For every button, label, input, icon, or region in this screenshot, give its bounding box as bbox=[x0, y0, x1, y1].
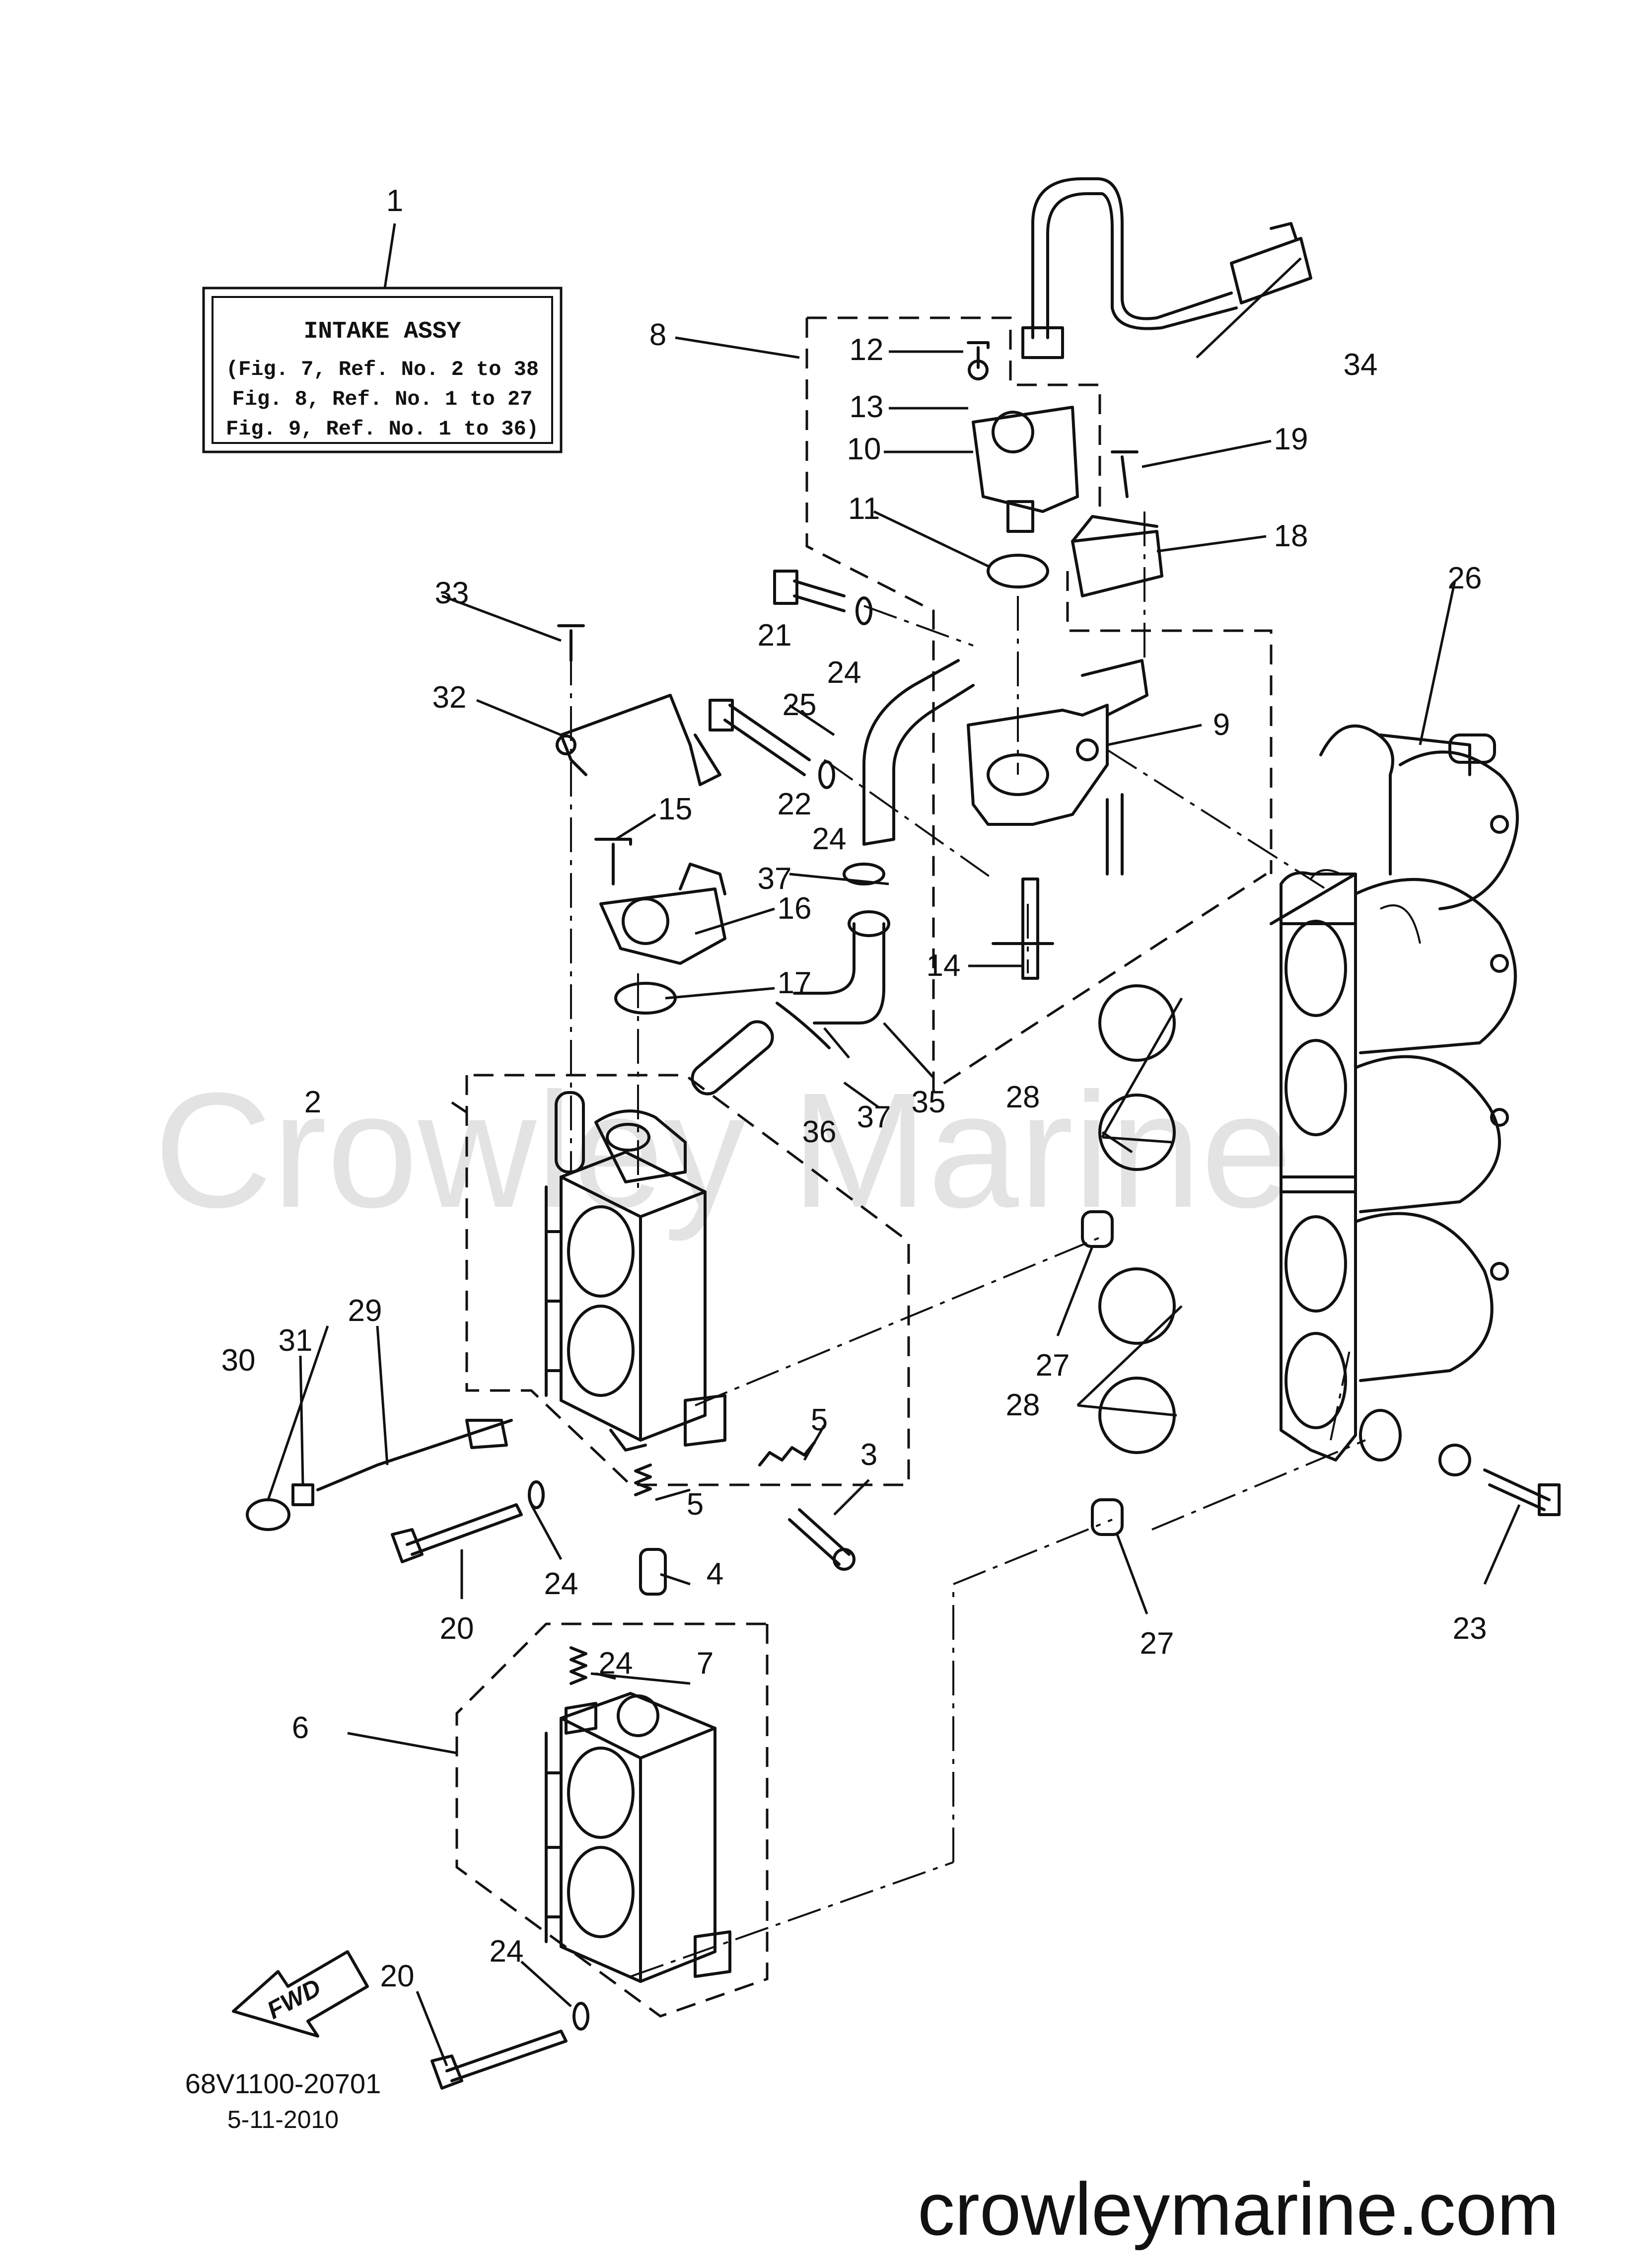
callout-23: 23 bbox=[1453, 1611, 1487, 1646]
diagram-date: 5-11-2010 bbox=[227, 2106, 339, 2133]
vapor-separator-9 bbox=[967, 659, 1148, 980]
pressure-sensor bbox=[1071, 450, 1163, 597]
callout-1: 1 bbox=[386, 184, 403, 218]
callout-24a: 24 bbox=[827, 656, 861, 690]
callout-5a: 5 bbox=[811, 1403, 828, 1437]
callout-7: 7 bbox=[697, 1646, 714, 1681]
callout-35: 35 bbox=[912, 1085, 946, 1119]
callout-28a: 28 bbox=[1006, 1080, 1040, 1114]
callout-28b: 28 bbox=[1006, 1388, 1040, 1422]
callout-29: 29 bbox=[348, 1294, 382, 1328]
ground-lead bbox=[246, 1419, 513, 1531]
callout-3: 3 bbox=[860, 1438, 877, 1472]
callout-24d: 24 bbox=[490, 1934, 524, 1969]
callout-24c: 24 bbox=[544, 1567, 578, 1601]
fuel-regulator bbox=[967, 341, 1079, 588]
part-number: 68V1100-20701 bbox=[185, 2068, 381, 2099]
legend-line-3: Fig. 9, Ref. No. 1 to 36) bbox=[226, 417, 539, 441]
throttle-body-upper bbox=[545, 1091, 726, 1452]
hoses bbox=[691, 659, 975, 1096]
callout-21: 21 bbox=[758, 618, 792, 653]
bolt-20-lower bbox=[430, 2002, 589, 2090]
callout-20a: 20 bbox=[440, 1611, 474, 1646]
legend-line-2: Fig. 8, Ref. No. 1 to 27 bbox=[232, 387, 533, 411]
callout-37a: 37 bbox=[758, 862, 792, 896]
wire-harness-34 bbox=[1021, 177, 1312, 359]
throttle-body-lower bbox=[545, 1692, 731, 1983]
callout-9: 9 bbox=[1213, 708, 1230, 742]
legend-title: INTAKE ASSY bbox=[304, 318, 461, 345]
intake-manifold bbox=[1270, 724, 1519, 1462]
legend-box: INTAKE ASSY (Fig. 7, Ref. No. 2 to 38 Fi… bbox=[202, 223, 563, 453]
website-label: crowleymarine.com bbox=[918, 2167, 1559, 2251]
o-rings-28 bbox=[1098, 984, 1176, 1454]
callout-16: 16 bbox=[778, 891, 812, 926]
legend-line-1: (Fig. 7, Ref. No. 2 to 38 bbox=[226, 358, 539, 381]
callout-26: 26 bbox=[1448, 561, 1482, 595]
callout-27b: 27 bbox=[1140, 1626, 1174, 1661]
callout-36: 36 bbox=[802, 1115, 837, 1149]
callout-5b: 5 bbox=[687, 1487, 704, 1522]
callout-labels: 1 2 3 4 5 5 6 7 8 9 10 11 12 13 14 15 16… bbox=[221, 184, 1487, 1993]
throttle-sensor bbox=[594, 838, 726, 1015]
callout-17: 17 bbox=[778, 966, 812, 1000]
callout-6: 6 bbox=[292, 1711, 309, 1745]
bolt-20-upper bbox=[391, 1480, 545, 1563]
callout-4: 4 bbox=[707, 1557, 723, 1591]
callout-19: 19 bbox=[1274, 422, 1308, 456]
callout-37b: 37 bbox=[857, 1100, 891, 1134]
bolts-21-22 bbox=[528, 570, 872, 1509]
group-outlines bbox=[455, 316, 1273, 2018]
forward-arrow: FWD bbox=[232, 1950, 369, 2038]
callout-24e: 24 bbox=[599, 1646, 633, 1681]
callout-25: 25 bbox=[783, 688, 817, 722]
callout-27a: 27 bbox=[1036, 1348, 1070, 1383]
bracket-32 bbox=[556, 624, 721, 786]
callout-22: 22 bbox=[778, 787, 812, 821]
callout-leaders bbox=[267, 257, 1521, 2066]
callout-34: 34 bbox=[1344, 348, 1378, 382]
callout-32: 32 bbox=[432, 680, 467, 715]
callout-14: 14 bbox=[927, 949, 961, 983]
callout-30: 30 bbox=[221, 1343, 256, 1378]
callout-11: 11 bbox=[848, 492, 880, 526]
callout-20b: 20 bbox=[380, 1959, 415, 1993]
callout-15: 15 bbox=[658, 792, 693, 826]
callout-24b: 24 bbox=[812, 822, 847, 856]
callout-31: 31 bbox=[279, 1323, 313, 1358]
callout-33: 33 bbox=[435, 576, 469, 610]
callout-18: 18 bbox=[1274, 519, 1308, 553]
callout-8: 8 bbox=[649, 318, 666, 352]
fitting-23 bbox=[1359, 1409, 1561, 1516]
assembly-centerlines bbox=[570, 512, 1366, 1977]
callout-10: 10 bbox=[847, 432, 881, 466]
callout-2: 2 bbox=[304, 1085, 321, 1119]
callout-12: 12 bbox=[850, 333, 884, 367]
springs-and-screws bbox=[570, 1441, 856, 1685]
callout-13: 13 bbox=[850, 390, 884, 424]
dowel-pins bbox=[1081, 1210, 1124, 1536]
